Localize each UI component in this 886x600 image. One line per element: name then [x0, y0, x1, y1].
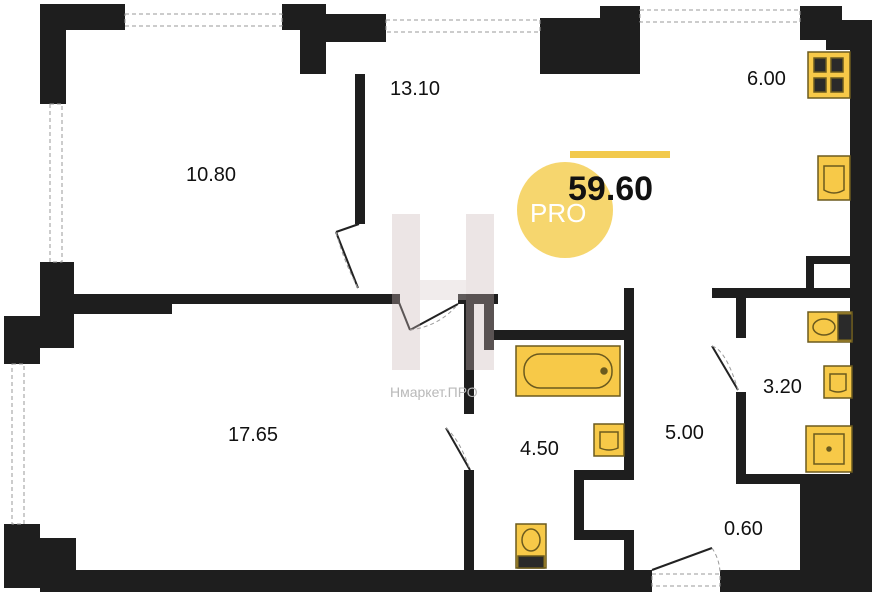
door-arc-path: [711, 345, 739, 391]
door-leaf: [335, 223, 360, 233]
watermark-bar: [466, 214, 494, 370]
window-top-right: [639, 9, 801, 23]
wall-segment: [40, 262, 74, 348]
wc-sink-body: [823, 365, 853, 399]
wall-segment: [540, 18, 640, 74]
wall-segment: [458, 294, 498, 304]
wall-segment: [826, 20, 872, 50]
shower-icon: [805, 425, 853, 473]
toilet-icon: [515, 523, 547, 569]
wall-segment: [464, 294, 474, 414]
wall-segment: [40, 570, 652, 592]
sink-icon: [823, 365, 853, 399]
stove-burner: [813, 77, 827, 93]
wc-sink-basin: [829, 373, 847, 393]
toilet-icon: [807, 311, 853, 343]
wc-toilet-tank: [837, 313, 853, 341]
bathtub-inner: [523, 353, 613, 389]
wall-segment: [494, 330, 624, 340]
wc-toilet-bowl: [812, 318, 836, 336]
door-arc-path: [335, 231, 359, 289]
bathtub-icon: [515, 345, 621, 397]
door-arc-path: [409, 303, 459, 331]
fixtures: [515, 51, 853, 569]
watermark-bar: [392, 214, 420, 370]
room-area-wc: 3.20: [763, 376, 802, 398]
room-area-hallway: 5.00: [665, 422, 704, 444]
toilet-tank: [517, 555, 545, 569]
window-left-living: [11, 363, 25, 525]
shower-drain: [826, 446, 832, 452]
door-swing-icon: [335, 223, 739, 571]
door-leaf: [711, 345, 739, 391]
door-arc-path: [711, 547, 721, 575]
wall-segment: [736, 392, 746, 482]
room-area-kitchen-zone: 6.00: [747, 68, 786, 90]
stove-burner: [830, 57, 844, 73]
sink-basin: [823, 165, 845, 194]
stove-burner: [813, 57, 827, 73]
stove-burner: [830, 77, 844, 93]
total-accent-bar: [570, 151, 670, 158]
door-leaf: [409, 303, 459, 331]
window-icon: [11, 9, 801, 587]
room-area-kitchen-living: 13.10: [390, 78, 441, 100]
wall-segment: [72, 300, 172, 314]
wall-segment: [736, 298, 746, 338]
pro-badge-label: PRO: [530, 198, 587, 228]
watermark-bar: [420, 280, 466, 300]
wall-segment: [70, 294, 400, 304]
window-top-kitchen: [385, 19, 541, 33]
wall-segment: [464, 470, 474, 580]
wall-segment: [806, 256, 814, 290]
door-arc-path: [445, 427, 471, 471]
wall-segment: [600, 6, 640, 26]
door-leaf: [397, 299, 411, 331]
wall-segment: [624, 288, 634, 478]
wall-segment: [806, 256, 852, 264]
door-arc: [335, 231, 739, 575]
wall-segment: [355, 74, 365, 224]
wall-segment: [574, 470, 584, 540]
wall-segment: [4, 316, 40, 364]
bath-sink-body: [593, 423, 625, 457]
toilet-bowl: [521, 528, 541, 552]
pro-badge: [517, 162, 613, 258]
wall-segment: [40, 4, 66, 104]
wall-segment: [300, 4, 326, 74]
wall-segment: [736, 474, 852, 484]
sink-icon: [817, 155, 851, 201]
watermark-logo: [392, 214, 494, 370]
watermark-text: Нмаркет.ПРО: [390, 384, 478, 400]
window-bottom: [651, 573, 721, 587]
window-top-bedroom: [124, 13, 283, 27]
bath-sink-basin: [599, 431, 619, 451]
wall-segment: [800, 484, 872, 592]
sink-icon: [593, 423, 625, 457]
room-area-closet: 0.60: [724, 518, 763, 540]
wall-segment: [850, 30, 872, 490]
shower-inner: [813, 433, 845, 465]
wall-segment: [624, 530, 634, 574]
total-area: 59.60: [568, 170, 654, 208]
door-leaf: [651, 547, 713, 571]
wall-segment: [712, 288, 852, 298]
stove-icon: [807, 51, 851, 99]
wall-segment: [484, 300, 494, 350]
wall-segment: [584, 530, 634, 540]
walls: [4, 4, 872, 592]
door-leaf: [445, 427, 471, 471]
room-area-bedroom: 10.80: [186, 164, 237, 186]
wall-segment: [720, 570, 800, 592]
door-leaf: [335, 231, 359, 289]
room-area-living: 17.65: [228, 424, 279, 446]
room-area-bathroom: 4.50: [520, 438, 559, 460]
window-left-bedroom: [49, 103, 63, 263]
bathtub-drain: [600, 367, 608, 375]
wall-segment: [574, 470, 634, 480]
wall-segment: [326, 14, 386, 42]
